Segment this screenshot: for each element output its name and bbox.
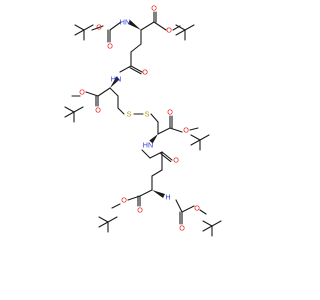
sulfur-atom-label: S [145, 110, 150, 119]
bond [64, 106, 75, 113]
bond [150, 113, 159, 123]
bond [190, 139, 201, 146]
bond [189, 127, 199, 131]
bond [149, 151, 163, 159]
molecule-diagram: O O O O HN O HN O O S S O O HN O O O H O O [64, 4, 222, 237]
wedge-bond [110, 76, 120, 88]
bond [98, 216, 109, 223]
bond [107, 216, 118, 223]
oxygen-atom-label: O [166, 26, 172, 35]
nitrogen-atom-label: HN [143, 141, 153, 150]
bond [130, 43, 142, 53]
bond [85, 91, 99, 97]
bond [109, 21, 122, 31]
oxygen-atom-label: O [107, 42, 113, 51]
oxygen-atom-label: O [183, 126, 189, 135]
bond [73, 106, 84, 113]
bond [169, 127, 183, 133]
bond [98, 221, 109, 228]
bond [117, 107, 125, 115]
bond [181, 205, 195, 213]
bond [199, 134, 210, 141]
bond [127, 195, 141, 201]
bond [97, 87, 111, 97]
bond [91, 25, 104, 31]
bond [151, 169, 163, 177]
bond [211, 220, 222, 227]
double-bond [130, 65, 143, 73]
wedge-bond [152, 190, 165, 198]
oxygen-atom-label: O [96, 23, 102, 32]
oxygen-atom-label: O [194, 204, 200, 213]
bond [74, 24, 85, 31]
oxygen-atom-label: O [173, 156, 179, 165]
bond [175, 24, 186, 31]
double-bond [161, 151, 173, 161]
oxygen-atom-label: O [95, 106, 101, 115]
oxygen-atom-label: O [142, 68, 148, 77]
bond [64, 111, 75, 118]
wedge-bond [127, 20, 141, 30]
bond [175, 29, 186, 36]
bond [83, 24, 94, 31]
bond [119, 65, 132, 73]
bond [175, 199, 183, 213]
atom-label-layer: O O O O HN O HN O O S S O O HN O O O H O O [79, 4, 200, 233]
oxygen-atom-label: O [167, 108, 173, 117]
bond [74, 29, 85, 36]
bond [111, 203, 121, 209]
double-bond [129, 67, 142, 75]
bond [140, 21, 155, 31]
sulfur-atom-label: S [127, 110, 132, 119]
bond-layer [64, 11, 222, 237]
oxygen-atom-label: O [137, 206, 143, 215]
bond [184, 24, 195, 31]
nitrogen-atom-label: HN [111, 75, 121, 84]
bond [202, 220, 213, 227]
oxygen-atom-label: O [79, 88, 85, 97]
bond [202, 225, 213, 232]
nitrogen-atom-label: H [165, 193, 170, 202]
bond [199, 209, 207, 215]
nitrogen-atom-label: HN [120, 18, 130, 27]
bond [141, 149, 151, 159]
bond [109, 87, 119, 97]
oxygen-atom-label: O [179, 224, 185, 233]
oxygen-atom-label: O [121, 196, 127, 205]
oxygen-atom-label: O [151, 4, 157, 13]
bond [153, 21, 167, 31]
structure-canvas: O O O O HN O HN O O S S O O HN O O O H O O [64, 4, 222, 237]
bond [157, 127, 171, 135]
wedge-bond [149, 134, 158, 144]
bond [139, 189, 153, 197]
bond [190, 134, 201, 141]
